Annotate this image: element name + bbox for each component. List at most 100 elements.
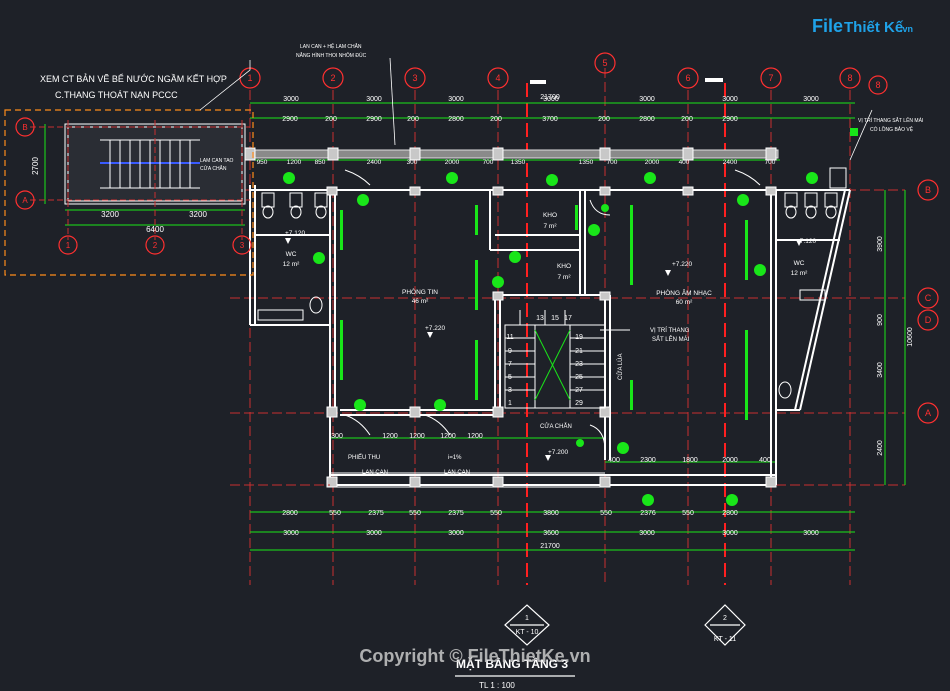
note-top-line-1: LAN CAN + HỆ LAM CHẮN <box>300 42 362 50</box>
grid-row-labels: B C D A 8 <box>875 80 931 418</box>
level-6: +7.120 <box>796 238 816 245</box>
grid-bubbles-top <box>239 52 861 89</box>
dim-label: 900 <box>877 314 884 326</box>
section-cut-mark <box>530 80 546 84</box>
dim-label: 3000 <box>722 96 738 103</box>
dim-label: 3000 <box>543 96 559 103</box>
dim-label: 200 <box>490 116 502 123</box>
section-1-num: 1 <box>525 615 529 622</box>
dim-label: 2900 <box>282 116 298 123</box>
section-1-sheet: KT - 10 <box>516 629 539 636</box>
step-5: 5 <box>508 374 512 381</box>
dim-label: 300 <box>407 159 418 166</box>
dim-label: 2800 <box>448 116 464 123</box>
room-kho-2: KHO <box>557 263 571 270</box>
dim-top-total: 21700 <box>540 94 560 101</box>
logo-brand: File <box>812 16 843 36</box>
grid-row-b: B <box>925 185 931 195</box>
grid-col-7: 7 <box>768 73 773 83</box>
level-4: +7.200 <box>548 449 568 456</box>
dim-label: 3000 <box>448 530 464 537</box>
dim-label: 1200 <box>409 433 425 440</box>
room-phong-tin: PHÒNG TIN <box>402 287 438 296</box>
label-phieu-thu: PHIẾU THU <box>348 454 380 461</box>
grid-col-4: 4 <box>495 73 500 83</box>
dim-label: 550 <box>682 510 694 517</box>
walls <box>249 149 851 486</box>
dim-label: 1200 <box>382 433 398 440</box>
inset-note: LAM CAN TAO CỬA CHẮN <box>200 158 234 172</box>
dim-label: 1200 <box>440 433 456 440</box>
dim-label: 400 <box>679 159 690 166</box>
level-5: +7.120 <box>285 230 305 237</box>
dim-label: 550 <box>600 510 612 517</box>
dim-label: 2400 <box>367 159 382 166</box>
section-cut-mark <box>705 78 723 82</box>
inset-boundary <box>4 109 254 276</box>
dim-label: 2376 <box>640 510 656 517</box>
step-3: 3 <box>508 387 512 394</box>
note-left-line-2: C.THANG THOÁT NẠN PCCC <box>55 90 178 100</box>
grid-bubbles-right <box>917 179 939 424</box>
dim-label: 3800 <box>543 510 559 517</box>
dim-label: 2800 <box>639 116 655 123</box>
dim-label: 700 <box>483 159 494 166</box>
room-wc-right-area: 12 m² <box>791 270 808 277</box>
label-lan-can-2: LAN CAN <box>444 470 470 476</box>
grid-col-labels: 1 2 3 4 5 6 7 8 <box>247 58 852 83</box>
note-right-line-2: CÓ LỒNG BẢO VỆ <box>870 125 914 133</box>
section-2-num: 2 <box>723 615 727 622</box>
dim-label: 1200 <box>467 433 483 440</box>
grid-col-2: 2 <box>330 73 335 83</box>
room-wc-left: WC <box>286 251 297 258</box>
dim-label: 3000 <box>448 96 464 103</box>
dim-label: 550 <box>409 510 421 517</box>
dim-label: 2800 <box>282 510 298 517</box>
note-left-line-1: XEM CT BẢN VẼ BỂ NƯỚC NGẦM KẾT HỢP <box>40 73 227 84</box>
dim-label: 3000 <box>283 96 299 103</box>
label-slope: i=1% <box>448 455 462 461</box>
drawing-title: MẶT BẰNG TẦNG 3 <box>456 656 568 671</box>
step-7: 7 <box>508 361 512 368</box>
grid-col-8-alt: 8 <box>875 80 880 90</box>
step-13: 13 <box>536 315 544 322</box>
dim-label: 400 <box>759 457 771 464</box>
dim-label: 550 <box>329 510 341 517</box>
dim-label: 200 <box>325 116 337 123</box>
dim-label: 300 <box>331 433 343 440</box>
wc-fixtures <box>257 167 847 399</box>
inset-grid-labels: 1 2 3 B A <box>22 123 244 250</box>
note-top-line-2: NẮNG HÌNH THOI NHÔM ĐÚC <box>296 51 367 59</box>
room-kho-2-area: 7 m² <box>558 274 572 281</box>
dim-label: 700 <box>607 159 618 166</box>
dim-label: 700 <box>765 159 776 166</box>
grid-row-d: D <box>925 315 932 325</box>
dim-label: 3000 <box>639 530 655 537</box>
inset-row-a: A <box>22 196 28 205</box>
label-lan-can-1: LAN CAN <box>362 470 388 476</box>
dim-label: 2800 <box>722 510 738 517</box>
step-23: 23 <box>575 361 583 368</box>
step-27: 27 <box>575 387 583 394</box>
dim-label: 850 <box>315 159 326 166</box>
step-17: 17 <box>564 315 572 322</box>
drawing-scale: TL 1 : 100 <box>479 681 515 690</box>
dim-label: 3900 <box>877 236 884 252</box>
dims-inner-bottom: 300 1200 1200 1200 1200 <box>331 433 483 440</box>
dim-label: 950 <box>257 159 268 166</box>
dim-label: 2375 <box>368 510 384 517</box>
grid-row-c: C <box>925 293 932 303</box>
dim-label: 2400 <box>723 159 738 166</box>
room-wc-right: WC <box>794 260 805 267</box>
brand-logo[interactable]: File Thiết Kế .vn <box>810 8 920 40</box>
inset-dim-total: 6400 <box>146 225 164 234</box>
level-2: +7.220 <box>672 261 692 268</box>
room-phong-am-nhac: PHÒNG ÂM NHẠC <box>656 288 712 297</box>
dim-label: 3700 <box>542 116 558 123</box>
emergency-stair-inset <box>64 123 246 205</box>
grid-col-8: 8 <box>847 73 852 83</box>
